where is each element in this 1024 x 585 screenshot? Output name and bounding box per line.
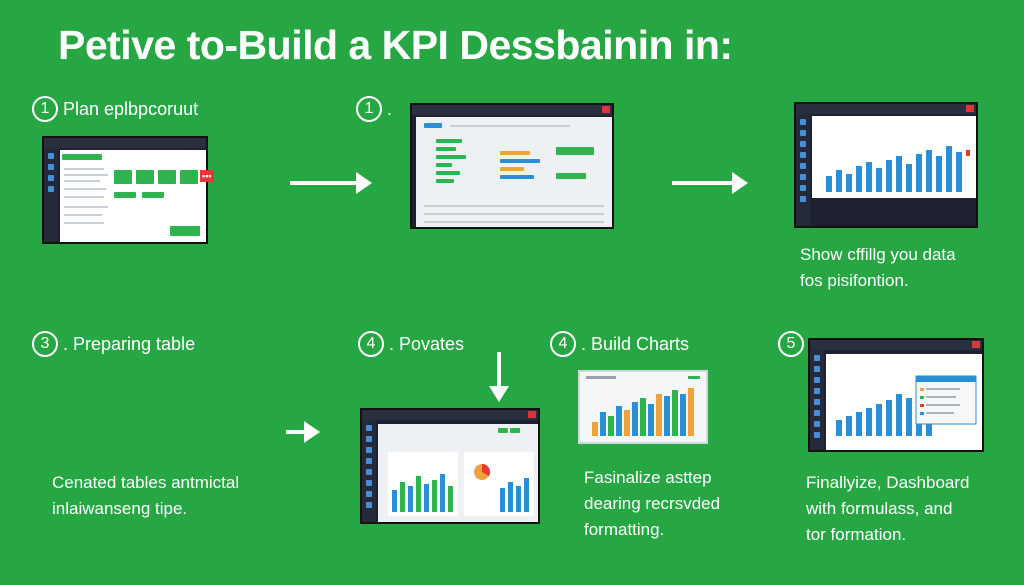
- step-4-thumbnail: [360, 408, 540, 524]
- description-line: Finallyize, Dashboard: [806, 473, 970, 492]
- step-1-number: 1: [32, 96, 58, 122]
- column-chart-preview: [586, 376, 700, 436]
- step-2-label: .: [387, 98, 393, 119]
- step-5-thumbnail: [578, 370, 708, 444]
- description-line: formatting.: [584, 520, 665, 539]
- right-arrow-icon: [286, 421, 320, 443]
- red-tag-icon: ▪▪▪: [200, 170, 214, 182]
- description-line: dearing recrsvded: [584, 494, 721, 513]
- step-6-description: Finallyize, Dashboard with formulass, an…: [806, 470, 969, 548]
- page-title: Petive to-Build a KPI Dessbainin in:: [58, 22, 733, 68]
- step-3-description: Show cffillg you data fos pisifontion.: [800, 242, 956, 294]
- dashboard-chart-preview: [836, 375, 977, 436]
- step-6-thumbnail: [808, 338, 984, 452]
- description-line: Fasinalize asttep: [584, 468, 712, 487]
- bar-chart-preview: [826, 146, 970, 192]
- step-2-number: 1: [356, 96, 382, 122]
- step-1-thumbnail: [42, 136, 208, 244]
- step-5-label: . Build Charts: [581, 333, 690, 354]
- step-5-description: Fasinalize asttep dearing recrsvded form…: [584, 465, 720, 543]
- step-4-label: . Povates: [389, 333, 465, 354]
- step-4-heading: 4 . Povates: [358, 331, 464, 357]
- step-5-number: 4: [550, 331, 576, 357]
- right-arrow-icon: [672, 172, 748, 194]
- pivot-chart-preview: [388, 452, 534, 516]
- description-line: Cenated tables antmictal: [52, 473, 240, 492]
- description-line: tor formation.: [806, 525, 907, 544]
- step-6-number: 5: [778, 331, 804, 357]
- description-line: fos pisifontion.: [800, 271, 909, 290]
- step-2-heading: 1 .: [356, 96, 392, 122]
- step-1-label: Plan eplbpcoruut: [63, 98, 199, 119]
- step-3b-description: Cenated tables antmictal inlaiwanseng ti…: [52, 470, 239, 522]
- step-5-heading: 4 . Build Charts: [550, 331, 689, 357]
- step-6-heading: 5: [778, 331, 809, 357]
- right-arrow-icon: [290, 172, 372, 194]
- step-3-thumbnail: [794, 102, 978, 228]
- step-3-label: . Preparing table: [63, 333, 196, 354]
- down-arrow-icon: [489, 352, 509, 402]
- step-3-heading: 3 . Preparing table: [32, 331, 195, 357]
- description-line: Show cffillg you data: [800, 245, 956, 264]
- step-4-number: 4: [358, 331, 384, 357]
- step-1-heading: 1 Plan eplbpcoruut: [32, 96, 198, 122]
- step-3-number: 3: [32, 331, 58, 357]
- description-line: inlaiwanseng tipe.: [52, 499, 188, 518]
- description-line: with formulass, and: [806, 499, 953, 518]
- step-2-thumbnail: [410, 103, 614, 229]
